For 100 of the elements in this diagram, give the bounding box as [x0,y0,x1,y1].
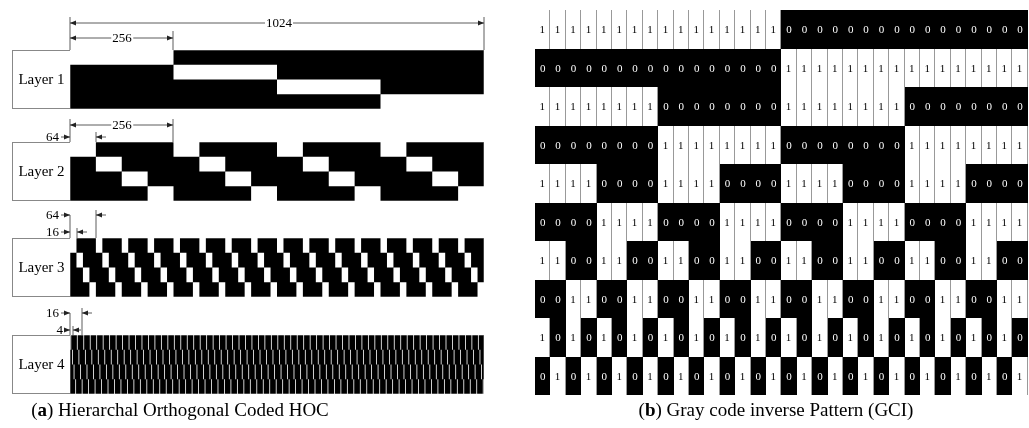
bit-cell: 0 [550,318,566,357]
layer-label-box: Layer 3 [12,238,71,297]
bit-cell: 0 [889,125,905,164]
bit-cell: 0 [889,164,905,203]
bit-cell: 0 [920,87,936,126]
layer-label-box: Layer 2 [12,142,71,201]
bit-cell: 0 [781,10,797,49]
bit-cell: 0 [889,241,905,280]
bit-cell: 0 [843,125,859,164]
layer-label-box: Layer 1 [12,50,71,109]
bit-cell: 0 [766,164,782,203]
bit-cell: 0 [658,356,674,395]
bit-cell: 0 [781,202,797,241]
bit-cell: 0 [966,279,982,318]
bit-cell: 0 [581,241,597,280]
panel-caption: (b) Gray code inverse Pattern (GCI) [638,398,914,422]
bit-cell: 0 [812,125,828,164]
bit-cell: 0 [612,48,628,87]
bit-cell: 0 [935,10,951,49]
bit-cell: 0 [781,125,797,164]
bit-cell: 0 [581,48,597,87]
bit-cell: 0 [889,318,905,357]
bit-cell: 0 [920,202,936,241]
bit-cell: 0 [997,87,1013,126]
bit-cell: 0 [966,10,982,49]
bit-cell: 0 [658,87,674,126]
bit-cell: 0 [920,279,936,318]
bit-cell: 0 [997,10,1013,49]
bit-cell: 0 [612,125,628,164]
bit-cell: 0 [1012,87,1028,126]
bit-cell: 0 [689,356,705,395]
bit-cell: 0 [581,202,597,241]
bit-cell: 0 [689,241,705,280]
bit-cell: 0 [766,318,782,357]
bit-cell: 0 [889,10,905,49]
bit-cell: 0 [535,125,551,164]
bit-cell: 0 [766,87,782,126]
bit-cell: 0 [550,279,566,318]
bit-cell: 0 [858,10,874,49]
bit-cell: 0 [935,241,951,280]
bit-cell: 0 [997,241,1013,280]
bit-cell: 0 [997,356,1013,395]
bit-cell: 0 [781,356,797,395]
bit-cell: 0 [766,48,782,87]
bit-cell: 0 [843,356,859,395]
bit-cell: 0 [550,48,566,87]
layer-label-box: Layer 4 [12,335,71,394]
bit-cell: 0 [843,164,859,203]
bit-cell: 0 [812,10,828,49]
bit-cell: 0 [920,318,936,357]
bit-cell: 0 [535,48,551,87]
bit-cell: 0 [966,87,982,126]
bit-cell: 0 [658,48,674,87]
bit-cell: 0 [1012,164,1028,203]
bit-cell: 0 [581,318,597,357]
dimension-label: 64 [45,208,60,221]
bit-cell: 0 [581,125,597,164]
bit-cell: 0 [781,279,797,318]
bit-cell: 0 [689,202,705,241]
bit-cell: 0 [612,164,628,203]
bit-cell: 0 [935,202,951,241]
bit-cell: 0 [735,87,751,126]
bit-cell: 0 [658,279,674,318]
bit-cell: 0 [627,48,643,87]
bit-cell: 0 [812,241,828,280]
bit-cell: 0 [612,279,628,318]
bit-cell: 0 [704,241,720,280]
bit-cell: 0 [627,164,643,203]
bit-cell: 0 [858,164,874,203]
bit-cell: 0 [612,318,628,357]
panel-caption: (a) Hierarchal Orthogonal Coded HOC [31,398,329,422]
bit-cell: 0 [920,10,936,49]
bit-cell: 0 [735,318,751,357]
bit-cell: 0 [858,125,874,164]
bit-cell: 0 [858,279,874,318]
bit-cell: 0 [735,164,751,203]
bit-cell: 0 [704,48,720,87]
bit-cell: 0 [658,202,674,241]
bit-cell: 0 [1012,318,1028,357]
dimension-label: 16 [45,225,60,238]
bit-cell: 0 [550,202,566,241]
dimension-label: 16 [45,306,60,319]
dimension-label: 1024 [265,16,293,29]
bit-cell: 0 [735,48,751,87]
bit-cell: 0 [858,318,874,357]
bit-cell: 0 [627,356,643,395]
bit-cell: 0 [704,87,720,126]
bit-cell: 0 [1012,241,1028,280]
bit-cell: 0 [535,202,551,241]
bit-cell: 0 [535,279,551,318]
dimension-label: 256 [111,31,133,44]
dimension-label: 256 [111,118,133,131]
bit-cell: 0 [550,125,566,164]
bit-cell: 0 [766,241,782,280]
bit-cell: 0 [735,279,751,318]
bit-cell: 0 [704,202,720,241]
bit-cell: 0 [689,87,705,126]
bit-cell: 0 [935,356,951,395]
bit-cell: 0 [935,87,951,126]
bit-cell: 0 [997,164,1013,203]
